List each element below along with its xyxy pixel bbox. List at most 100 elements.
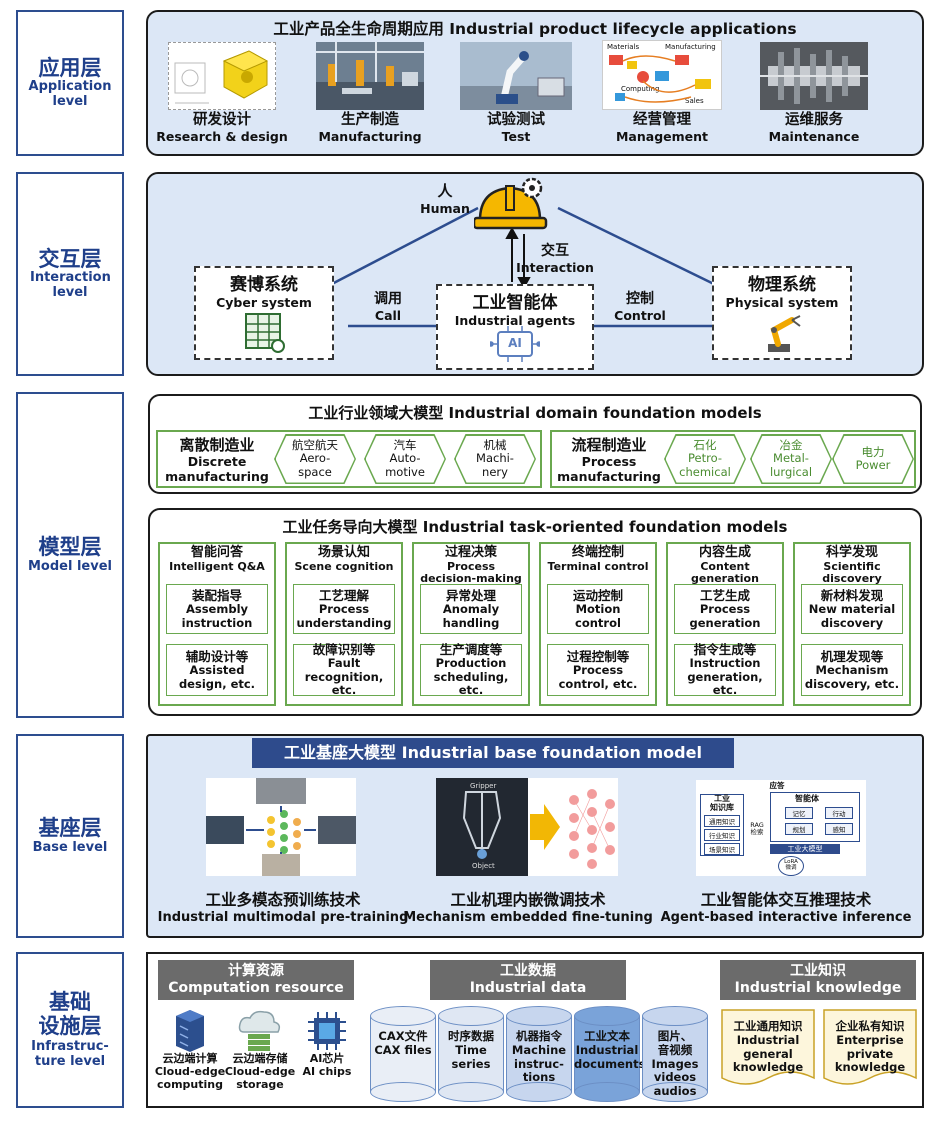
data-zh: 工业数据 (500, 962, 556, 979)
process-label: 流程制造业 Process manufacturing (552, 436, 666, 484)
task-sub-zh: 工艺生成 (699, 587, 750, 603)
compute-header: 计算资源 Computation resource (158, 960, 354, 1000)
doc-zh: 企业私有知识 (835, 1019, 905, 1033)
task-sub-en: Motion control (575, 601, 621, 630)
layer-zh: 模型层 (38, 535, 102, 560)
app-item-en: Maintenance (768, 129, 860, 145)
ai-chip-icon: AI (490, 326, 540, 362)
hex-zh: 石化 (693, 438, 717, 453)
layer-zh: 应用层 (38, 55, 102, 80)
cylinder-bottom (506, 1082, 572, 1102)
rag-label: RAG 检索 (750, 821, 764, 837)
circuit-traces-icon (490, 326, 540, 362)
doc-enterprise-knowledge: 企业私有知识 Enterprise private knowledge (822, 1008, 918, 1088)
cylinder-en: Industrial documents (574, 1042, 646, 1071)
app-item-zh: 生产制造 (341, 112, 399, 128)
kb-title: 工业 知识库 (710, 794, 734, 812)
app-item-management: 经营管理 Management (592, 112, 732, 144)
server-icon (176, 1010, 204, 1052)
call-zh: 调用 (374, 291, 402, 307)
application-title: 工业产品全生命周期应用 Industrial product lifecycle… (273, 20, 797, 38)
compute-en: Computation resource (168, 980, 344, 996)
cylinder-body (506, 1016, 572, 1092)
hex-zh: 航空航天 (292, 438, 338, 453)
cloud-storage-icon (238, 1010, 281, 1051)
hex-machinery: 机械 Machi- nery (454, 434, 536, 484)
hex-en: Metal- lurgical (769, 451, 813, 479)
hardhat-gear-icon (474, 177, 548, 230)
knowledge-header: 工业知识 Industrial knowledge (720, 960, 916, 1000)
hex-zh: 冶金 (779, 438, 803, 453)
control-label: 控制 Control (600, 288, 680, 323)
process-manufacturing-group: 流程制造业 Process manufacturing 石化 Petro- ch… (550, 430, 916, 488)
hex-aerospace: 航空航天 Aero- space (274, 434, 356, 484)
physical-system-box: 物理系统 Physical system (712, 266, 852, 360)
agent-title: 智能体 (795, 794, 819, 803)
app-item-en: Manufacturing (318, 129, 422, 145)
task-sub-en: Assembly instruction (181, 601, 253, 630)
hex-zh: 汽车 (393, 438, 417, 453)
task-sub-zh: 过程控制等 (566, 648, 630, 664)
compute-item-storage: 云边端存储 Cloud-edge storage (224, 1052, 296, 1092)
human-zh: 人 (437, 182, 453, 200)
gripper-icon (462, 791, 502, 859)
app-item-manufacturing: 生产制造 Manufacturing (300, 112, 440, 144)
task-sub-en: Assisted design, etc. (178, 662, 256, 691)
app-item-research: 研发设计 Research & design (152, 112, 292, 144)
hex-zh: 机械 (483, 438, 507, 453)
cylinder-bottom (438, 1082, 504, 1102)
cylinder-en: Time series (451, 1042, 491, 1071)
physical-zh: 物理系统 (748, 275, 816, 295)
layer-en: Application level (28, 79, 112, 110)
task-sub-zh: 辅助设计等 (185, 648, 249, 664)
kb-item: 行业知识 (704, 828, 740, 841)
compute-item-zh: AI芯片 (309, 1052, 345, 1065)
task-col-en: Scene cognition (294, 559, 394, 573)
agents-zh: 工业智能体 (472, 293, 558, 313)
task-sub-zh: 机理发现等 (820, 648, 884, 664)
mgmt-label-materials: Materials (607, 43, 640, 51)
mgmt-label-manufacturing: Manufacturing (665, 43, 716, 51)
task-models-title: 工业任务导向大模型 Industrial task-oriented found… (282, 518, 788, 536)
hex-en: Auto- motive (385, 451, 425, 479)
cylinder-top (574, 1006, 640, 1026)
agents-en: Industrial agents (454, 313, 576, 328)
cylinder-top (370, 1006, 436, 1026)
task-sub-en: Production scheduling, etc. (433, 655, 509, 698)
lm-bar: 工业大模型 (770, 844, 840, 854)
task-sub-en: Instruction generation, etc. (687, 655, 763, 698)
cylinder-zh: 图片、 音视频 (657, 1029, 693, 1057)
task-sub-zh: 装配指导 (191, 587, 242, 603)
app-item-zh: 经营管理 (633, 112, 691, 128)
app-item-en: Test (501, 129, 531, 145)
task-sub-zh: 指令生成等 (693, 641, 757, 657)
layer-en: Interaction level (30, 270, 111, 301)
layer-label-interaction: 交互层 Interaction level (16, 172, 124, 376)
task-sub-zh: 异常处理 (445, 587, 496, 603)
spreadsheet-icon (245, 313, 285, 353)
knowledge-zh: 工业知识 (790, 962, 846, 979)
cylinder-body (574, 1016, 640, 1092)
agent-item: 规划 (785, 823, 813, 835)
turbine-icon (760, 42, 868, 110)
layer-label-application: 应用层 Application level (16, 10, 124, 156)
task-sub-en: New material discovery (808, 601, 896, 630)
tech-en: Mechanism embedded fine-tuning (403, 910, 653, 925)
agent-item: 行动 (825, 807, 853, 819)
robot-arm-test-icon (460, 42, 572, 110)
doc-en: Industrial general knowledge (732, 1032, 804, 1075)
